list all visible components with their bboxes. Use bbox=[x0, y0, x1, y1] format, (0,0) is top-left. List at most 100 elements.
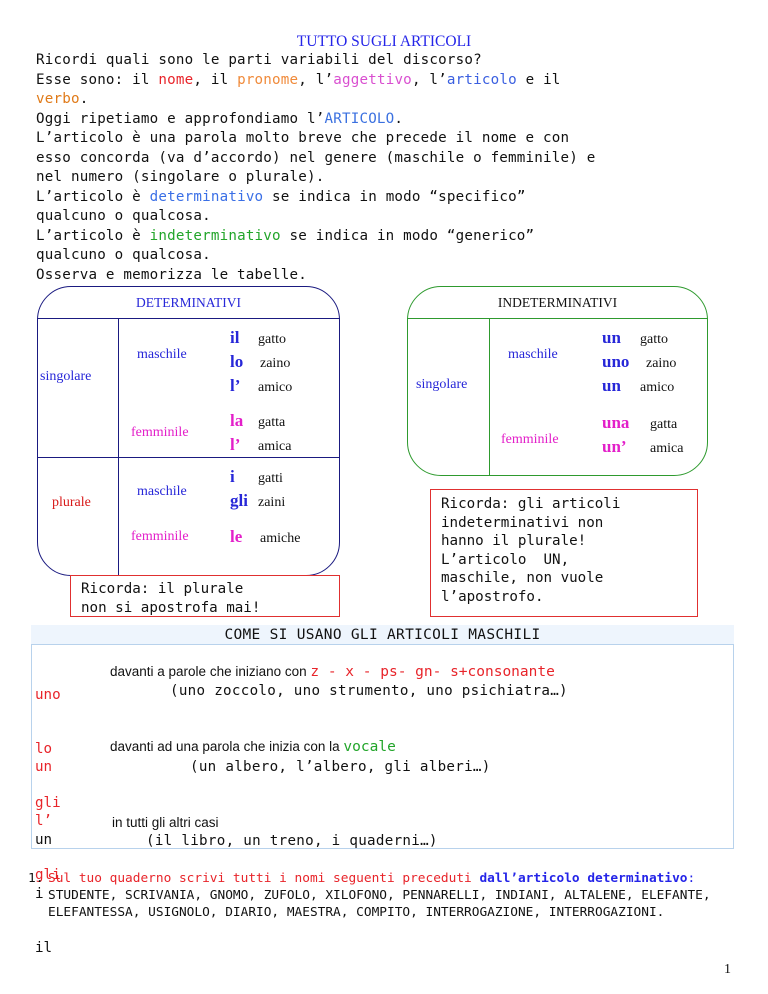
note-line: indeterminativi non bbox=[441, 514, 604, 531]
det-plur-femminile-label: femminile bbox=[131, 529, 189, 544]
intro-line: qualcuno o qualcosa. bbox=[36, 246, 736, 266]
intro-text: L’articolo è bbox=[36, 227, 150, 244]
intro-text: , il bbox=[193, 71, 238, 88]
article-row: una gatta bbox=[602, 412, 683, 436]
intro-line: nel numero (singolare o plurale). bbox=[36, 168, 736, 188]
noun: gatta bbox=[650, 417, 678, 432]
usage-group-1-rule: davanti a parole che iniziano con z - x … bbox=[110, 663, 555, 681]
intro-text: . bbox=[394, 110, 404, 127]
exercise-text: Sul tuo quaderno scrivi tutti i nomi seg… bbox=[48, 870, 738, 921]
page-number: 1 bbox=[724, 962, 731, 977]
noun: zaino bbox=[260, 356, 291, 371]
table-divider bbox=[37, 318, 340, 319]
word-verbo: verbo bbox=[36, 91, 80, 107]
usage-condition: z - x - ps- gn- s+consonante bbox=[310, 664, 555, 680]
article-row: uno zaino bbox=[602, 351, 676, 375]
noun: amica bbox=[650, 441, 684, 456]
intro-line: esso concorda (va d’accordo) nel genere … bbox=[36, 149, 736, 169]
note-line: maschile, non vuole bbox=[441, 570, 604, 586]
usage-article: un bbox=[35, 832, 53, 848]
noun: amica bbox=[258, 439, 292, 454]
ind-singolare-label: singolare bbox=[416, 377, 468, 392]
det-sing-maschile-label: maschile bbox=[137, 347, 187, 362]
intro-line: verbo. bbox=[36, 90, 736, 110]
intro-line: qualcuno o qualcosa. bbox=[36, 207, 736, 227]
usage-group-3-rule: in tutti gli altri casi bbox=[112, 815, 219, 830]
exercise-instruction-bold: dall’articolo determinativo bbox=[479, 871, 688, 886]
intro-text: L’articolo è una parola molto breve che … bbox=[36, 130, 570, 146]
determinativi-header: DETERMINATIVI bbox=[136, 295, 241, 310]
article: un bbox=[602, 376, 621, 395]
table-divider bbox=[118, 318, 119, 576]
indeterminativi-header: INDETERMINATIVI bbox=[497, 295, 618, 310]
usage-article: gli bbox=[35, 867, 61, 883]
indeterminative-note: Ricorda: gli articoli indeterminativi no… bbox=[430, 489, 698, 617]
word-articolo: articolo bbox=[446, 71, 517, 88]
word-indeterminativo: indeterminativo bbox=[149, 227, 281, 244]
intro-paragraph: Ricordi quali sono le parti variabili de… bbox=[36, 51, 736, 285]
intro-text: , l’ bbox=[298, 71, 334, 88]
usage-article: gli bbox=[35, 795, 61, 811]
intro-line: Oggi ripetiamo e approfondiamo l’ARTICOL… bbox=[36, 110, 736, 130]
article: la bbox=[230, 411, 244, 430]
intro-text: qualcuno o qualcosa. bbox=[36, 208, 211, 224]
intro-text: Esse sono: il bbox=[36, 71, 159, 88]
word-determinativo: determinativo bbox=[149, 188, 264, 205]
article-row: l’ amica bbox=[230, 434, 291, 458]
intro-text: Osserva e memorizza le tabelle. bbox=[36, 266, 307, 283]
det-plur-maschile-label: maschile bbox=[137, 484, 187, 499]
usage-article: uno bbox=[35, 687, 61, 703]
noun: gatta bbox=[258, 415, 286, 430]
article: il bbox=[230, 328, 240, 347]
article: un bbox=[602, 328, 621, 347]
intro-line: L’articolo è una parola molto breve che … bbox=[36, 129, 736, 149]
word-aggettivo: aggettivo bbox=[333, 71, 412, 88]
article: una bbox=[602, 413, 630, 432]
usage-group-1-example: (uno zoccolo, uno strumento, uno psichia… bbox=[170, 683, 568, 699]
note-line: Ricorda: il plurale bbox=[81, 581, 244, 597]
intro-text: esso concorda (va d’accordo) nel genere … bbox=[36, 149, 596, 166]
det-sing-femminile-label: femminile bbox=[131, 425, 189, 440]
note-line: hanno il plurale! bbox=[441, 533, 587, 549]
word-articolo-caps: ARTICOLO bbox=[324, 110, 395, 127]
note-line: Ricorda: gli articoli bbox=[441, 496, 621, 512]
intro-line: L’articolo è determinativo se indica in … bbox=[36, 188, 736, 208]
note-line: l’apostrofo. bbox=[441, 588, 544, 605]
word-pronome: pronome bbox=[237, 71, 299, 88]
intro-text: Oggi ripetiamo e approfondiamo l’ bbox=[36, 110, 325, 127]
ind-sing-fem-articles: una gatta un’ amica bbox=[602, 412, 683, 460]
noun: zaino bbox=[646, 356, 677, 371]
article: un’ bbox=[602, 437, 627, 456]
usage-article: l’ bbox=[35, 813, 53, 829]
ind-maschile-label: maschile bbox=[508, 347, 558, 362]
intro-text: se indica in modo “generico” bbox=[280, 227, 535, 244]
plural-apostrophe-note: Ricorda: il plurale non si apostrofa mai… bbox=[70, 575, 340, 617]
usage-article: i bbox=[35, 886, 44, 902]
page-title: TUTTO SUGLI ARTICOLI bbox=[296, 33, 472, 50]
indeterminativi-table bbox=[407, 286, 708, 476]
usage-header: COME SI USANO GLI ARTICOLI MASCHILI bbox=[31, 625, 734, 645]
intro-line: Esse sono: il nome, il pronome, l’aggett… bbox=[36, 71, 736, 91]
usage-group-3-example: (il libro, un treno, i quaderni…) bbox=[146, 833, 438, 849]
intro-text: . bbox=[79, 91, 89, 107]
usage-group-2-articles: un l’ gli bbox=[35, 722, 61, 902]
intro-line: Osserva e memorizza le tabelle. bbox=[36, 266, 736, 286]
note-line: non si apostrofa mai! bbox=[81, 599, 261, 616]
det-singolare-label: singolare bbox=[40, 369, 92, 384]
intro-text: L’articolo è bbox=[36, 188, 150, 205]
ind-femminile-label: femminile bbox=[501, 432, 559, 447]
exercise-number: 1. bbox=[28, 871, 44, 886]
article: l’ bbox=[230, 435, 241, 454]
intro-text: qualcuno o qualcosa. bbox=[36, 247, 211, 263]
intro-line: Ricordi quali sono le parti variabili de… bbox=[36, 51, 736, 71]
article: uno bbox=[602, 352, 630, 371]
